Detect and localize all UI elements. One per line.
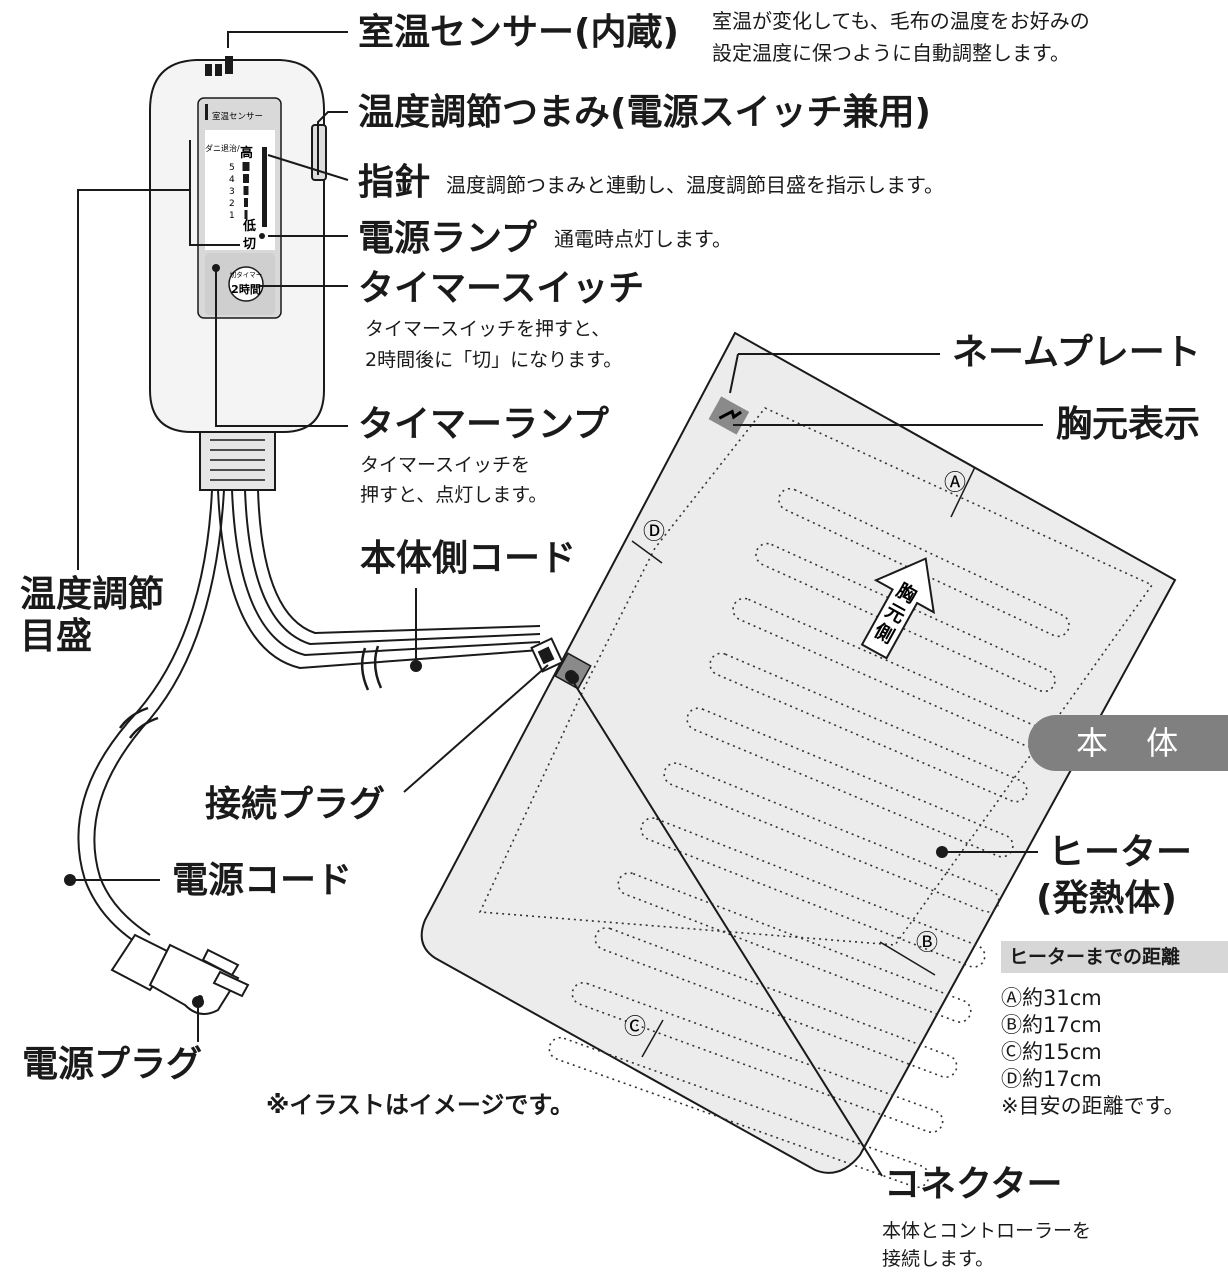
heater-label-1: ヒーター [1048, 832, 1193, 873]
distance-title: ヒーターまでの距離 [1001, 941, 1228, 973]
heater-loop [571, 981, 944, 1134]
timer-lamp-label: タイマーランプ [358, 404, 609, 445]
scale-number: 2 [229, 199, 235, 209]
leader-dots [64, 660, 948, 1008]
scale-numbers: 5 4 3 2 1 [229, 163, 235, 221]
mite-label: ダニ退治/ [205, 143, 240, 153]
connect-plug-label: 接続プラグ [205, 784, 386, 825]
power-lamp [259, 233, 265, 239]
scale-bar [243, 174, 249, 183]
timer-switch-label: タイマースイッチ [358, 268, 645, 309]
room-sensor-desc-1: 室温が変化しても、毛布の温度をお好みの [712, 9, 1090, 33]
distance-arrows [631, 466, 976, 1058]
connector-label: コネクター [884, 1164, 1063, 1205]
illustration-note: ※イラストはイメージです。 [266, 1091, 574, 1119]
heater-loop [663, 762, 1000, 913]
scale-number: 3 [229, 187, 235, 197]
heater-loop [709, 652, 1028, 803]
power-plug [110, 933, 250, 1015]
pointer [262, 147, 267, 227]
temp-scale-label-1: 温度調節 [20, 574, 165, 615]
heater-label-2: (発熱体) [1036, 878, 1177, 919]
timer-switch-desc-2: 2時間後に「切」になります。 [365, 349, 623, 371]
distance-note: ※目安の距離です。 [1001, 1093, 1185, 1118]
body-cord-label: 本体側コード [360, 538, 577, 579]
timer-lamp-desc-2: 押すと、点灯します。 [360, 484, 548, 506]
power-lamp-desc: 通電時点灯します。 [554, 227, 732, 251]
heating-pad: 胸 元 側 Ⓐ Ⓓ Ⓑ Ⓒ [420, 331, 1177, 1189]
heater-loop [617, 872, 972, 1023]
pointer-desc: 温度調節つまみと連動し、温度調節目盛を指示します。 [446, 173, 944, 197]
connector-desc-1: 本体とコントローラーを [882, 1220, 1092, 1242]
scale-bar [244, 198, 248, 207]
timer-lamp-desc-1: タイマースイッチを [360, 454, 531, 476]
marker-d: Ⓓ [643, 520, 665, 545]
marker-b: Ⓑ [916, 931, 938, 956]
sensor-mark: 室温センサー [212, 111, 263, 122]
heater-loop [778, 487, 1070, 638]
power-lamp-label: 電源ランプ [358, 218, 537, 259]
cords [77, 489, 541, 946]
heater-loop [686, 707, 1014, 858]
timer-switch-desc-1: タイマースイッチを押すと、 [365, 318, 611, 340]
timer-button-hours: 2時間 [231, 282, 261, 296]
main-body-badge: 本 体 [1028, 715, 1228, 771]
distance-b: Ⓑ約17cm [1001, 1012, 1102, 1037]
distance-c: Ⓒ約15cm [1001, 1039, 1102, 1064]
scale-bar [244, 210, 248, 219]
scale-bars [242, 162, 250, 219]
heater-loop [548, 1036, 930, 1189]
pointer-label: 指針 [358, 162, 431, 203]
heater-loop [732, 597, 1042, 748]
room-sensor-label: 室温センサー(内蔵) [358, 12, 679, 53]
scale-high: 高 [240, 145, 253, 161]
heater-loops [548, 487, 1070, 1189]
room-sensor-desc-2: 設定温度に保つように自動調整します。 [712, 41, 1070, 65]
marker-a: Ⓐ [944, 471, 966, 496]
scale-number: 1 [229, 211, 235, 221]
temp-scale-label-2: 目盛 [20, 616, 93, 657]
connector-desc-2: 接続します。 [882, 1248, 995, 1270]
chest-arrow: 胸 元 側 [860, 557, 935, 660]
name-plate-label: ネームプレート [952, 332, 1201, 373]
power-cord-label: 電源コード [172, 860, 353, 901]
distance-d: Ⓓ約17cm [1001, 1066, 1102, 1091]
distance-list: Ⓐ約31cm Ⓑ約17cm Ⓒ約15cm Ⓓ約17cm ※目安の距離です。 [1001, 985, 1185, 1119]
power-plug-label: 電源プラグ [22, 1044, 203, 1085]
timer-lamp [212, 264, 220, 272]
scale-number: 5 [229, 163, 235, 173]
controller: 室温センサー ダニ退治/ 高 低 切 5 4 3 2 1 切タイマー 2時間 [149, 56, 327, 491]
marker-c: Ⓒ [624, 1015, 646, 1040]
timer-button-top: 切タイマー [230, 270, 263, 279]
heater-loop [594, 927, 958, 1078]
temp-knob-label: 温度調節つまみ(電源スイッチ兼用) [358, 92, 931, 133]
scale-off: 切 [243, 237, 256, 252]
distance-a: Ⓐ約31cm [1001, 986, 1102, 1010]
scale-bar [243, 186, 249, 195]
leader-lines [72, 31, 1043, 1177]
scale-low: 低 [242, 218, 256, 234]
timer-button[interactable] [228, 266, 264, 302]
heater-loop [640, 817, 986, 968]
scale-number: 4 [229, 175, 235, 185]
scale-bar [242, 162, 250, 171]
chest-mark-label: 胸元表示 [1056, 404, 1201, 445]
